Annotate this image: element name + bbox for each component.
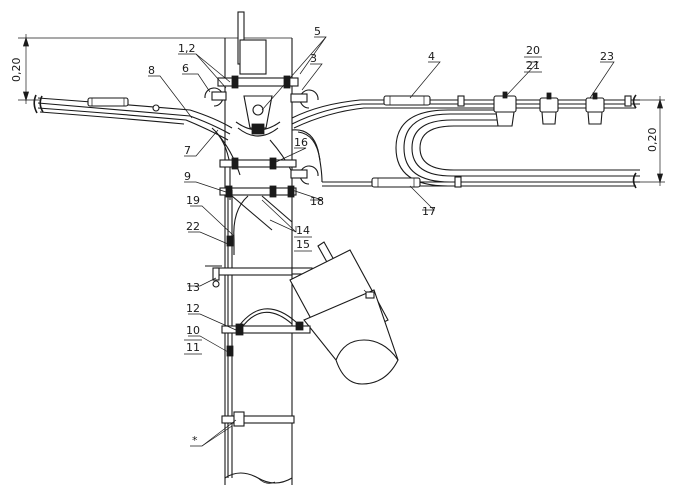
label-14: 14	[296, 224, 310, 237]
label-8: 8	[148, 64, 155, 77]
label-20: 20	[526, 44, 540, 57]
label-22: 22	[186, 220, 200, 233]
branch-clamps	[493, 91, 605, 127]
clamp-21	[539, 92, 559, 125]
label-23: 23	[600, 50, 614, 63]
label-21: 21	[526, 59, 540, 72]
upper-hooks	[204, 75, 319, 137]
label-5: 5	[314, 25, 321, 38]
pole-top-bracket	[237, 11, 267, 75]
label-15: 15	[296, 238, 310, 251]
bottom-band	[221, 411, 295, 427]
wire-loop-right	[322, 109, 640, 189]
right-dimension: 0,20	[610, 96, 665, 186]
wire-bundle-left	[33, 94, 233, 141]
label-9: 9	[184, 170, 191, 183]
label-10: 10	[186, 324, 200, 337]
label-16: 16	[294, 136, 308, 149]
arc-bracket	[221, 308, 311, 336]
right-dimension-text: 0,20	[646, 128, 659, 153]
left-dimension-text: 0,20	[10, 58, 23, 83]
label-star: *	[192, 434, 198, 447]
pole	[224, 37, 293, 485]
lamp-bracket	[205, 265, 313, 288]
label-7: 7	[184, 144, 191, 157]
label-4: 4	[428, 50, 435, 63]
label-11: 11	[186, 341, 200, 354]
label-6: 6	[182, 62, 189, 75]
street-lamp	[289, 241, 399, 385]
leader-lines	[148, 36, 615, 447]
label-12: 12	[186, 302, 200, 315]
vertical-cable	[226, 190, 249, 478]
callout-labels: 1,2 6 8 5 3 4 20 21 23 7 16 9 18 17 19 1…	[148, 25, 614, 447]
clamp-20	[493, 91, 517, 127]
middle-hooks	[219, 157, 319, 198]
clamp-23	[585, 92, 605, 125]
label-1-2: 1,2	[178, 42, 196, 55]
left-dimension: 0,20	[10, 34, 225, 104]
label-17: 17	[422, 205, 436, 218]
wire-bundle-right	[291, 94, 640, 129]
label-19: 19	[186, 194, 200, 207]
label-13: 13	[186, 281, 200, 294]
label-18: 18	[310, 195, 324, 208]
label-3: 3	[310, 52, 317, 65]
